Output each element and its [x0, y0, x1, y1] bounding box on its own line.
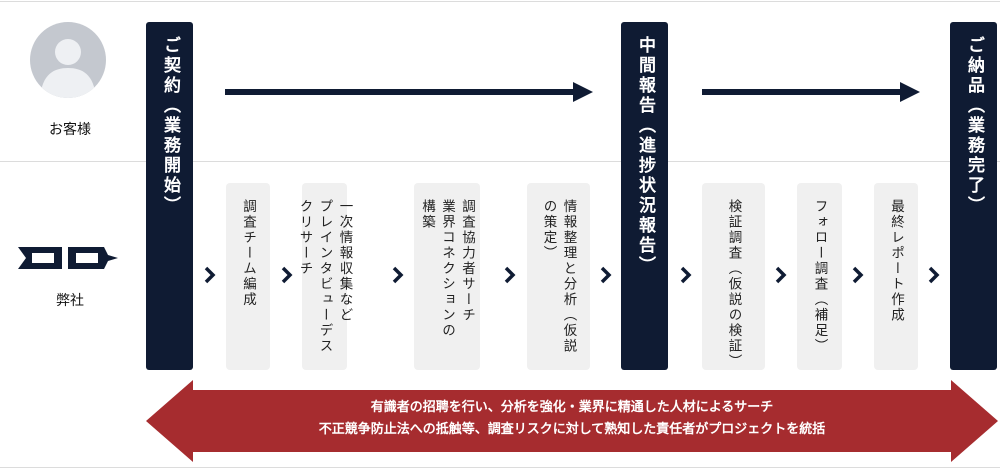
- step-verification: 検証調査（仮説の検証）: [702, 183, 765, 370]
- chevron-right-icon: [600, 266, 612, 284]
- milestone-contract: ご契約（業務開始）: [146, 22, 193, 370]
- step-follow-up: フォロー調査（補足）: [797, 183, 842, 370]
- bottom-border: [0, 467, 1000, 468]
- step-label: 検証調査（仮説の検証）: [725, 199, 742, 370]
- milestone-interim-report: 中間報告（進捗状況報告）: [621, 22, 668, 370]
- row-divider: [0, 161, 1000, 162]
- step-team-formation: 調査チーム編成: [226, 183, 270, 370]
- step-label: 情報整理と分析（仮説 の策定）: [540, 199, 577, 354]
- chevron-right-icon: [852, 266, 864, 284]
- arrow-right-icon: [702, 82, 920, 102]
- top-border: [0, 1, 1000, 2]
- chevron-right-icon: [281, 266, 293, 284]
- step-label: 最終レポート作成: [888, 199, 904, 323]
- company-logo: [18, 245, 120, 275]
- step-analysis: 情報整理と分析（仮説 の策定）: [527, 183, 590, 370]
- chevron-right-icon: [775, 266, 787, 284]
- step-label: 調査チーム編成: [240, 199, 256, 308]
- double-arrow-banner: [146, 380, 998, 462]
- milestone-label: ご納品（業務完了）: [964, 36, 984, 216]
- chevron-right-icon: [204, 266, 216, 284]
- milestone-label: ご契約（業務開始）: [160, 36, 180, 216]
- step-collaborator-search: 調査協力者サーチ 業界コネクションの 構築: [414, 183, 480, 370]
- customer-label: お客様: [49, 122, 91, 138]
- step-final-report: 最終レポート作成: [874, 183, 918, 370]
- step-label: フォロー調査（補足）: [811, 199, 828, 354]
- banner-text: 有識者の招聘を行い、分析を強化・業界に精通した人材によるサーチ 不正競争防止法へ…: [146, 397, 998, 441]
- chevron-right-icon: [392, 266, 404, 284]
- banner-line-1: 有識者の招聘を行い、分析を強化・業界に精通した人材によるサーチ: [370, 400, 774, 415]
- chevron-right-icon: [928, 266, 940, 284]
- chevron-right-icon: [680, 266, 692, 284]
- company-label: 弊社: [56, 293, 84, 309]
- customer-avatar-icon: [30, 22, 106, 98]
- chevron-right-icon: [504, 266, 516, 284]
- step-primary-research: 一次情報収集など プレインタビューデス クリサーチ: [297, 183, 353, 370]
- arrow-right-icon: [225, 82, 593, 102]
- step-label: 調査協力者サーチ 業界コネクションの 構築: [419, 199, 475, 339]
- step-label: 一次情報収集など プレインタビューデス クリサーチ: [296, 199, 353, 354]
- banner-line-2: 不正競争防止法への抵触等、調査リスクに対して熟知した責任者がプロジェクトを統括: [318, 422, 826, 437]
- milestone-delivery: ご納品（業務完了）: [950, 22, 997, 370]
- milestone-label: 中間報告（進捗状況報告）: [635, 36, 655, 276]
